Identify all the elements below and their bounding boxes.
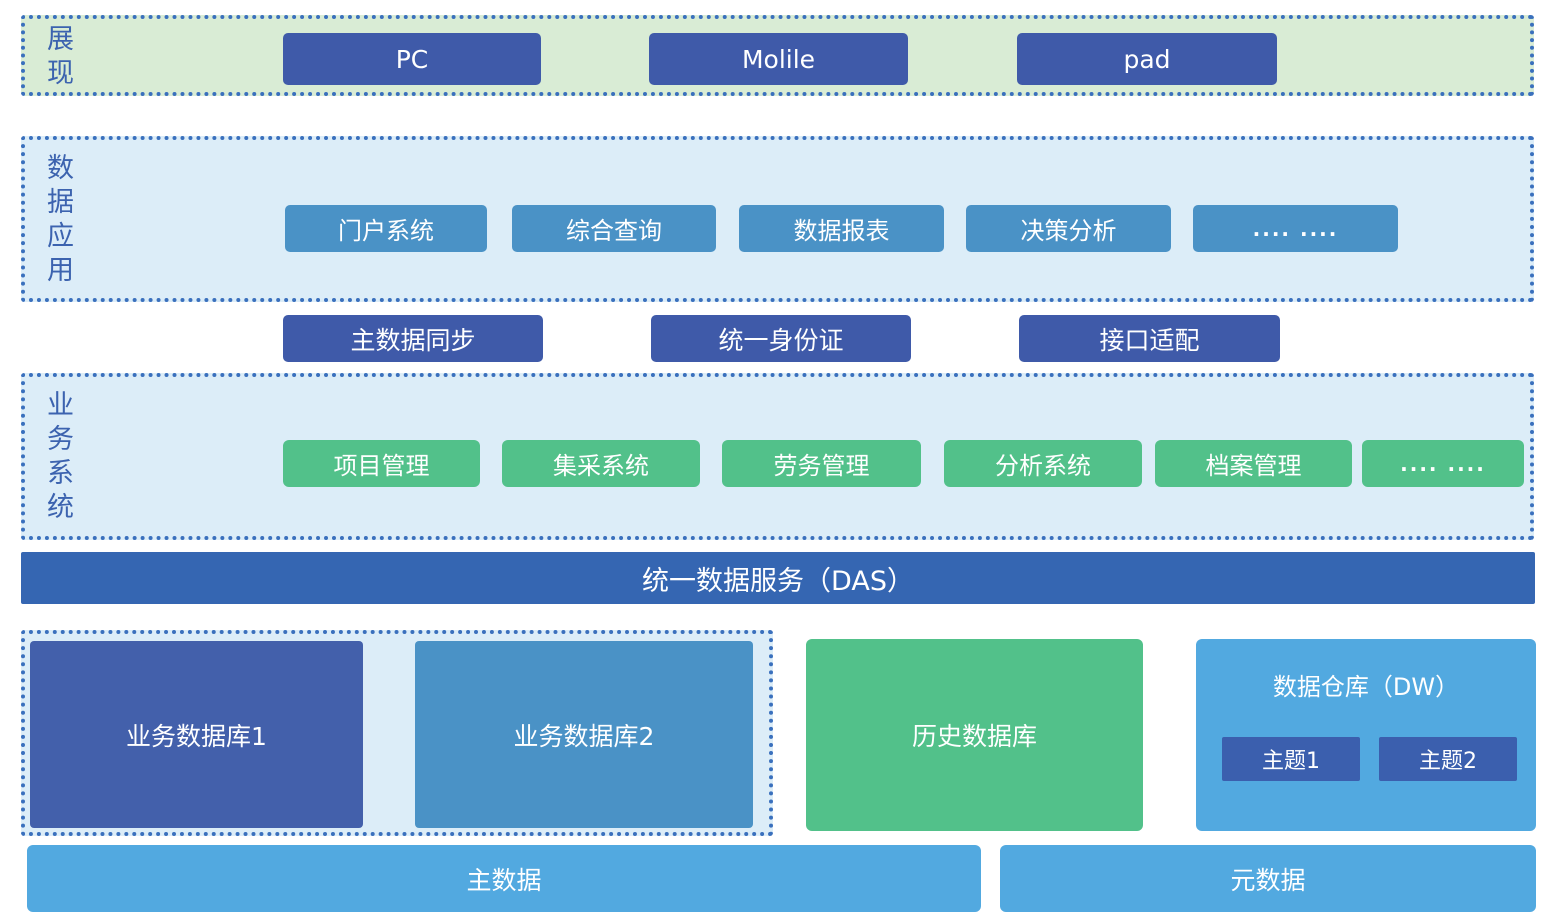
block-pc: PC	[283, 33, 541, 85]
das-service-bar: 统一数据服务（DAS）	[21, 552, 1535, 604]
block-business-db1: 业务数据库1	[30, 641, 363, 828]
block-pad: pad	[1017, 33, 1277, 85]
block-topic2: 主题2	[1379, 737, 1517, 781]
block-interface-adapter: 接口适配	[1019, 315, 1280, 362]
block-decision-analysis: 决策分析	[966, 205, 1171, 252]
block-integrated-query: 综合查询	[512, 205, 716, 252]
block-mobile: Molile	[649, 33, 908, 85]
block-master-data: 主数据	[27, 845, 981, 912]
block-labor-management: 劳务管理	[722, 440, 921, 487]
block-procurement-system: 集采系统	[502, 440, 700, 487]
business-system-layer-label: 业务系统	[42, 390, 73, 526]
data-warehouse-title: 数据仓库（DW）	[1272, 673, 1460, 701]
block-business-db2: 业务数据库2	[415, 641, 753, 828]
block-app-more: .... ....	[1193, 205, 1398, 252]
block-metadata: 元数据	[1000, 845, 1536, 912]
block-master-data-sync: 主数据同步	[283, 315, 543, 362]
block-topic1: 主题1	[1222, 737, 1360, 781]
block-analysis-system: 分析系统	[944, 440, 1142, 487]
block-history-db: 历史数据库	[806, 639, 1143, 831]
block-data-warehouse: 数据仓库（DW） 主题1 主题2	[1196, 639, 1536, 831]
block-business-more: .... ....	[1362, 440, 1524, 487]
block-archive-management: 档案管理	[1155, 440, 1352, 487]
block-unified-identity: 统一身份证	[651, 315, 911, 362]
block-project-management: 项目管理	[283, 440, 480, 487]
data-application-layer-label: 数据应用	[42, 153, 73, 289]
block-portal-system: 门户系统	[285, 205, 487, 252]
presentation-layer-label: 展现	[42, 24, 73, 92]
block-data-report: 数据报表	[739, 205, 944, 252]
